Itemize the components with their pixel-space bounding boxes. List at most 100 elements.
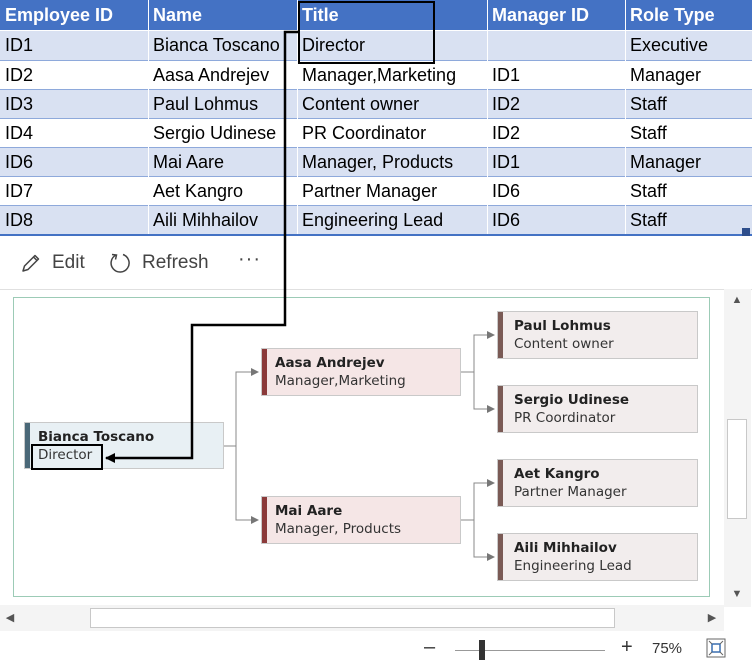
status-bar: – + 75% (0, 632, 752, 669)
table-cell[interactable]: ID2 (5, 65, 34, 85)
table-cell[interactable]: Staff (630, 123, 667, 143)
refresh-icon (110, 253, 130, 273)
table-cell[interactable]: ID2 (492, 94, 521, 114)
table-row: ID7 Aet Kangro Partner Manager ID6 Staff (0, 177, 752, 206)
org-node-manager[interactable]: Aasa Andrejev Manager,Marketing (261, 348, 461, 396)
table-cell[interactable]: Paul Lohmus (153, 94, 259, 114)
table-cell[interactable]: Aasa Andrejev (153, 65, 270, 85)
scroll-right-arrow-icon[interactable]: ▶ (707, 612, 717, 624)
refresh-label: Refresh (142, 252, 209, 273)
table-cell[interactable]: ID7 (5, 181, 34, 201)
table-row: ID8 Aili Mihhailov Engineering Lead ID6 … (0, 206, 752, 235)
table-row: ID2 Aasa Andrejev Manager,Marketing ID1 … (0, 61, 752, 90)
table-cell[interactable]: Sergio Udinese (153, 123, 277, 143)
node-title: Content owner (514, 336, 614, 352)
table-cell[interactable]: Engineering Lead (302, 210, 444, 230)
table-cell[interactable]: Manager (630, 152, 702, 172)
vertical-scrollbar[interactable]: ▲ ▼ (724, 289, 751, 607)
header-title[interactable]: Title (302, 4, 339, 25)
node-title-highlight-box (31, 444, 103, 470)
table-cell[interactable]: ID1 (492, 152, 521, 172)
column-divider (487, 0, 488, 234)
table-cell[interactable]: ID1 (492, 65, 521, 85)
header-name[interactable]: Name (153, 4, 203, 25)
table-resize-handle[interactable] (742, 228, 750, 236)
node-title: Manager,Marketing (275, 373, 406, 389)
row-divider (0, 147, 752, 148)
table-cell[interactable]: Staff (630, 181, 667, 201)
header-role-type[interactable]: Role Type (630, 4, 715, 25)
table-cell[interactable]: PR Coordinator (302, 123, 427, 143)
scroll-down-arrow-icon[interactable]: ▼ (731, 588, 743, 600)
table-cell[interactable]: Manager, Products (302, 152, 454, 172)
node-accent (498, 386, 503, 432)
toolbar: Edit Refresh ··· (0, 240, 752, 286)
refresh-button[interactable]: Refresh (108, 250, 209, 276)
node-accent (25, 423, 30, 468)
table-cell[interactable]: Staff (630, 210, 667, 230)
row-divider (0, 60, 752, 61)
more-icon[interactable]: ··· (238, 247, 261, 270)
node-name: Paul Lohmus (514, 318, 611, 334)
table-cell[interactable]: Executive (630, 35, 709, 55)
org-node-staff[interactable]: Aili Mihhailov Engineering Lead (497, 533, 698, 581)
table-cell[interactable]: ID2 (492, 123, 521, 143)
table-cell[interactable]: Manager,Marketing (302, 65, 457, 85)
node-title: Director (38, 447, 93, 463)
node-title: PR Coordinator (514, 410, 616, 426)
scroll-left-arrow-icon[interactable]: ◀ (5, 612, 15, 624)
zoom-fit-icon[interactable] (706, 638, 726, 658)
node-title: Engineering Lead (514, 558, 632, 574)
row-divider (0, 176, 752, 177)
table-cell[interactable]: ID6 (5, 152, 34, 172)
org-node-manager[interactable]: Mai Aare Manager, Products (261, 496, 461, 544)
table-cell[interactable]: Staff (630, 94, 667, 114)
edit-button[interactable]: Edit (20, 250, 85, 276)
table-cell[interactable]: ID4 (5, 123, 34, 143)
column-divider (148, 0, 149, 234)
table-cell[interactable]: ID3 (5, 94, 34, 114)
table-cell[interactable]: Mai Aare (153, 152, 225, 172)
node-title: Manager, Products (275, 521, 402, 537)
org-node-staff[interactable]: Sergio Udinese PR Coordinator (497, 385, 698, 433)
row-divider (0, 118, 752, 119)
table-cell[interactable]: ID1 (5, 35, 34, 55)
table-cell[interactable]: Aili Mihhailov (153, 210, 259, 230)
vertical-scroll-thumb[interactable] (727, 419, 747, 519)
horizontal-scroll-thumb[interactable] (90, 608, 615, 628)
edit-icon (22, 254, 40, 272)
table-cell[interactable]: Content owner (302, 94, 420, 114)
table-cell[interactable]: ID6 (492, 210, 521, 230)
zoom-level: 75% (652, 640, 683, 657)
horizontal-scrollbar[interactable]: ◀ ▶ (0, 605, 724, 631)
zoom-slider[interactable] (455, 650, 605, 651)
zoom-out-button[interactable]: – (424, 636, 436, 658)
table-cell[interactable]: ID6 (492, 181, 521, 201)
node-accent (498, 534, 503, 580)
node-name: Aili Mihhailov (514, 540, 617, 556)
table-cell[interactable]: Bianca Toscano (153, 35, 280, 55)
column-divider (625, 0, 626, 234)
table-cell[interactable]: Manager (630, 65, 702, 85)
edit-label: Edit (52, 252, 85, 273)
title-highlight-box (298, 1, 435, 64)
toolbar-divider (0, 289, 752, 290)
zoom-slider-thumb[interactable] (479, 640, 485, 660)
node-name: Aet Kangro (514, 466, 600, 482)
row-divider (0, 89, 752, 90)
header-employee-id[interactable]: Employee ID (5, 4, 114, 25)
node-accent (498, 312, 503, 358)
table-cell[interactable]: Director (302, 35, 366, 55)
zoom-in-button[interactable]: + (621, 636, 633, 658)
org-node-staff[interactable]: Aet Kangro Partner Manager (497, 459, 698, 507)
org-node-staff[interactable]: Paul Lohmus Content owner (497, 311, 698, 359)
node-accent (262, 349, 267, 395)
table-cell[interactable]: ID8 (5, 210, 34, 230)
table-cell[interactable]: Partner Manager (302, 181, 438, 201)
header-manager-id[interactable]: Manager ID (492, 4, 590, 25)
scroll-up-arrow-icon[interactable]: ▲ (731, 294, 743, 306)
table-cell[interactable]: Aet Kangro (153, 181, 244, 201)
node-accent (262, 497, 267, 543)
node-name: Bianca Toscano (38, 429, 155, 445)
node-accent (498, 460, 503, 506)
